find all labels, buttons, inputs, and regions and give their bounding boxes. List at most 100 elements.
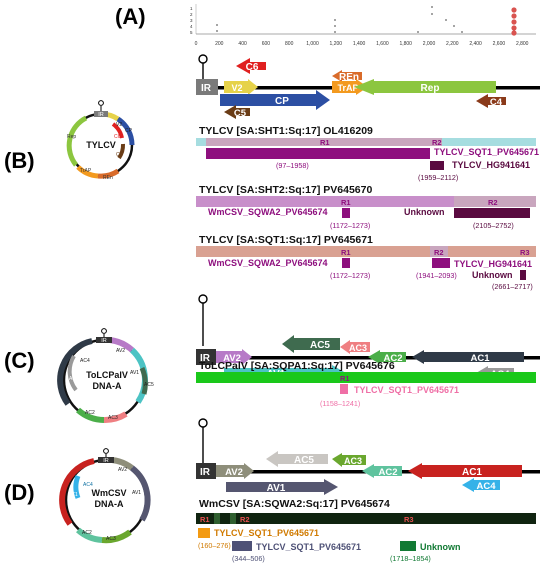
parent-range-2: (1941–2093) (416, 271, 457, 280)
x-tick-400: 400 (238, 41, 247, 47)
rec-region-marker (230, 513, 236, 524)
circle-gene-av1 (130, 465, 151, 522)
gene-ac2-label: AC2 (383, 353, 402, 364)
panel-label-b: (B) (4, 148, 35, 173)
circle-gene-cp (116, 116, 135, 146)
parent-label-1: WmCSV_SQWA2_PV645674 (208, 207, 328, 217)
rec-region-2 (424, 138, 442, 146)
gene-av2-arrow (216, 463, 254, 479)
x-tick-2200: 2,200 (446, 41, 459, 47)
circle-c6-label: C6 (114, 134, 121, 140)
x-tick-0: 0 (195, 41, 198, 47)
circle-av1-label: AV1 (130, 370, 139, 376)
scatter-point-highlight (511, 30, 517, 36)
circle-ren-label: REn (103, 175, 113, 181)
gene-av1-label: AV1 (267, 483, 286, 494)
x-tick-1400: 1,400 (353, 41, 366, 47)
gene-trap-label: TrAP (337, 83, 358, 93)
stem-loop-icon (198, 54, 208, 64)
gene-ac2-label: AC2 (378, 467, 397, 478)
rec-region-1 (206, 138, 424, 146)
rec-label-r2: R2 (434, 248, 444, 257)
circle-rep-label: Rep (67, 134, 76, 140)
circle-gene-trap (76, 165, 99, 179)
parent-range-1: (1158–1241) (320, 399, 360, 408)
circle-ac4-label: AC4 (80, 358, 90, 364)
gene-ac5-label: AC5 (294, 455, 314, 466)
rec-label-r2: R2 (432, 138, 442, 147)
parent-bar-3 (520, 270, 526, 280)
ir-box (196, 349, 216, 365)
circle-v2-label: V2 (116, 122, 122, 128)
parent-range-3: (2661–2717) (492, 282, 533, 291)
circle-ir-box (98, 457, 114, 463)
rec-bar (196, 196, 536, 207)
gene-c5-arrow (224, 105, 250, 119)
gene-v2-arrow (224, 79, 258, 95)
x-tick-200: 200 (215, 41, 224, 47)
y-tick-5: 5 (190, 30, 193, 35)
stem-loop-icon (198, 294, 208, 304)
gene-c5-label: C5 (234, 108, 247, 119)
gene-av2-label: AV2 (223, 353, 241, 364)
parent-range-1: (1172–1273) (330, 221, 370, 230)
parent-bar-2 (432, 258, 450, 268)
x-tick-1000: 1,000 (306, 41, 319, 47)
parent-bar-2 (454, 208, 530, 218)
rec-label-r3: R3 (520, 248, 530, 257)
parent-bar-2 (232, 541, 252, 551)
scatter-point (453, 25, 455, 27)
circle-ac3-label: AC3 (106, 536, 116, 542)
circle-gene-ac3 (101, 529, 132, 544)
gene-ren-arrow (332, 70, 362, 82)
scatter-point (216, 24, 218, 26)
rec-region-2 (454, 196, 536, 207)
circle-gene-ac4 (73, 475, 81, 499)
gene-av2-arrow (216, 349, 252, 365)
scatter-point-highlight (511, 25, 517, 31)
panel-label-d: (D) (4, 480, 35, 505)
rec-label-r2: R2 (240, 515, 250, 524)
circle-ac3-label: AC3 (108, 415, 118, 421)
rec-region-2 (430, 246, 448, 257)
x-tick-2400: 2,400 (469, 41, 482, 47)
parent-bar-2 (430, 161, 444, 170)
ir-label: IR (200, 467, 211, 478)
parent-range-3: (1718–1854) (390, 554, 431, 563)
tylcv-linear-map: IR C6 REn V2 TrAP Rep CP C4 C5 (196, 54, 540, 119)
rec-title: WmCSV [SA:SQWA2:Sq:17] PV645674 (199, 498, 390, 510)
gene-ac1-arrow (412, 350, 524, 364)
y-tick-1: 1 (190, 6, 193, 11)
gene-cp-arrow (220, 90, 330, 110)
rec-bar (196, 246, 536, 257)
scatter-point-highlight (511, 19, 517, 25)
x-tick-2000: 2,000 (423, 41, 436, 47)
circle-ir-box (96, 337, 112, 343)
x-tick-1600: 1,600 (376, 41, 389, 47)
circle-gene-rep (66, 115, 88, 167)
rec-label-r1: R1 (340, 374, 350, 383)
y-tick-4: 4 (190, 24, 193, 29)
parent-bar-3 (400, 541, 416, 551)
panel-label-c: (C) (4, 348, 35, 373)
circle-name-2: DNA-A (95, 499, 124, 509)
rec-label-r1: R1 (341, 198, 351, 207)
circle-gene-ac2 (76, 527, 103, 543)
gene-ac5-label: AC5 (310, 340, 330, 351)
x-tick-1800: 1,800 (399, 41, 412, 47)
rec-label-r2: R2 (488, 198, 498, 207)
scatter-point (334, 25, 336, 27)
x-tick-1200: 1,200 (330, 41, 343, 47)
tylcv-circular-map: IR V2 CP C6 C5 Rep TrAP REn TYLCV (66, 100, 135, 181)
gene-ren-label: REn (339, 72, 359, 83)
circle-gene-ac5 (139, 367, 148, 395)
circle-c5-label: C5 (116, 152, 123, 158)
ir-box (196, 79, 218, 95)
rec-tolcpalv-track: R1 (1158–1241) (196, 372, 536, 408)
parent-range-1: (160–276) (198, 541, 231, 550)
rec-tylcv-sht2-track: R1 R2 (1172–1273) (2105–2752) (196, 196, 536, 230)
gene-av2-label: AV2 (225, 467, 243, 478)
rec-tylcv-ol-track: R1 R2 (97–1958) (1959–2112) (196, 138, 536, 182)
gene-c4-label: C4 (490, 97, 503, 108)
